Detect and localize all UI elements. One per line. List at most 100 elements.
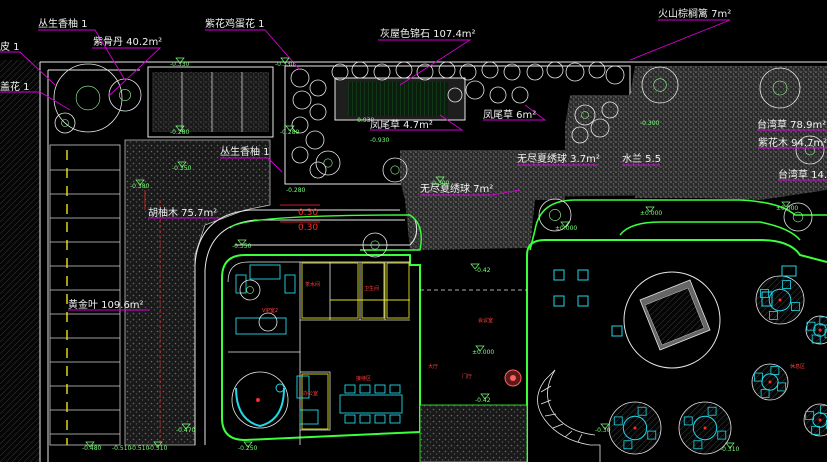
chair [811,334,821,344]
building-inner-walls [227,261,527,445]
left-hatch-zone [0,60,40,462]
tree-core [653,78,667,92]
approach-curves [194,209,418,445]
table-center-mark [633,426,637,430]
tree-symbol [481,61,499,79]
chair [824,329,827,339]
tree-symbol [526,63,544,81]
chair [825,419,827,429]
room-vip: VIP室2 [262,307,278,314]
chair [717,430,727,440]
room-office: 办公室 [303,390,318,397]
tree-symbol [108,78,142,112]
room-lobby: 门厅 [462,373,472,380]
tree-symbol [538,198,572,232]
tree-symbol [588,61,606,79]
elevation-marker [237,239,247,246]
tree-core [390,165,400,175]
upper-parking-stall-lines [181,72,243,132]
tree-symbol [239,279,261,301]
tree-symbol [459,63,477,81]
elev-3: -0.280 [170,129,190,136]
elevation-marker [435,176,445,183]
elev-8: -0.930 [370,137,390,144]
chair [811,425,821,435]
room-hall: 大厅 [428,363,438,370]
chair [637,406,647,416]
tree-symbol [309,79,327,97]
tree-symbol [331,63,349,81]
dimension-text-layer: 0.30 0.30 [298,208,318,233]
elev-15: -0.510 [148,445,168,452]
chair [683,416,693,426]
elevation-marker [177,161,187,168]
elev-12: -0.42 [475,267,491,274]
label-fengwei-cao-mid: 凤尾草 4.7m² [370,119,433,131]
plaza-paving-right [632,95,827,200]
tree-symbol [565,62,585,82]
label-ziye-li: 紫花鸡蛋花 1 [205,17,265,30]
tree-symbol [447,87,463,103]
chair [805,411,815,421]
elev-21: -0.350 [232,243,252,250]
label-zigu-dan: 紫骨丹 40.2m² [93,36,162,48]
tree-symbol [382,157,408,183]
label-huangjin-ye: 黄金叶 109.6m² [68,298,144,311]
elev-10: -0.280 [286,187,306,194]
elevation-marker [781,201,791,208]
elevation-marker [175,125,185,132]
parking-stall-lines [50,169,120,435]
table-center-mark [703,426,707,430]
tree-symbol [416,63,434,81]
label-fengye: 灰屋色锦石 107.4m² [380,27,476,40]
label-taiwan-cao-2: 紫花木 94.7m² [758,136,827,149]
tree-symbol [546,61,564,79]
elev-18: -0.42 [475,397,491,404]
tree-symbols [53,61,825,332]
revolving-door [504,369,522,387]
tree-symbol [783,202,813,232]
tree-symbol [574,104,596,126]
lower-paving-strip [419,404,528,462]
round-table [692,415,718,441]
parking-stalls [49,144,121,446]
elevation-marker [645,206,655,213]
chair [760,389,770,399]
elevation-text-layer: -0.330 -0.330 -0.280 -0.280 -0.380 -0.35… [82,61,798,453]
tree-symbol [395,61,413,79]
chair [782,280,791,289]
label-pi-left: 皮 1 [0,40,20,53]
tree-symbol [489,86,507,104]
elevation-marker [181,423,191,430]
chair [753,372,763,382]
tree-symbol [373,63,391,81]
tree-core [370,240,380,250]
elev-6: -0.350 [172,165,192,172]
tree-symbol [53,63,123,133]
tree-symbol [292,90,312,110]
table-center-mark [778,298,782,302]
tree-core [792,211,804,223]
driveway-paving [124,139,271,446]
chair [791,302,800,311]
chair [770,365,780,375]
tree-core [804,144,816,156]
chair [613,416,623,426]
tree-core [61,119,69,127]
elevation-marker [135,179,145,186]
elev-1: -0.330 [170,61,190,68]
elevation-marker [85,441,95,448]
elev-19: ±0.000 [776,205,798,212]
tree-core [246,286,254,294]
round-table [768,288,792,312]
tree-symbol [258,312,278,332]
lounge-rug-feature [623,271,721,369]
chair [707,406,717,416]
tree-core [581,111,589,119]
round-table-group [608,275,827,455]
tree-core [75,85,101,111]
chair [647,430,657,440]
tree-core [549,209,561,221]
round-table [622,415,648,441]
elevation-marker [280,57,290,64]
